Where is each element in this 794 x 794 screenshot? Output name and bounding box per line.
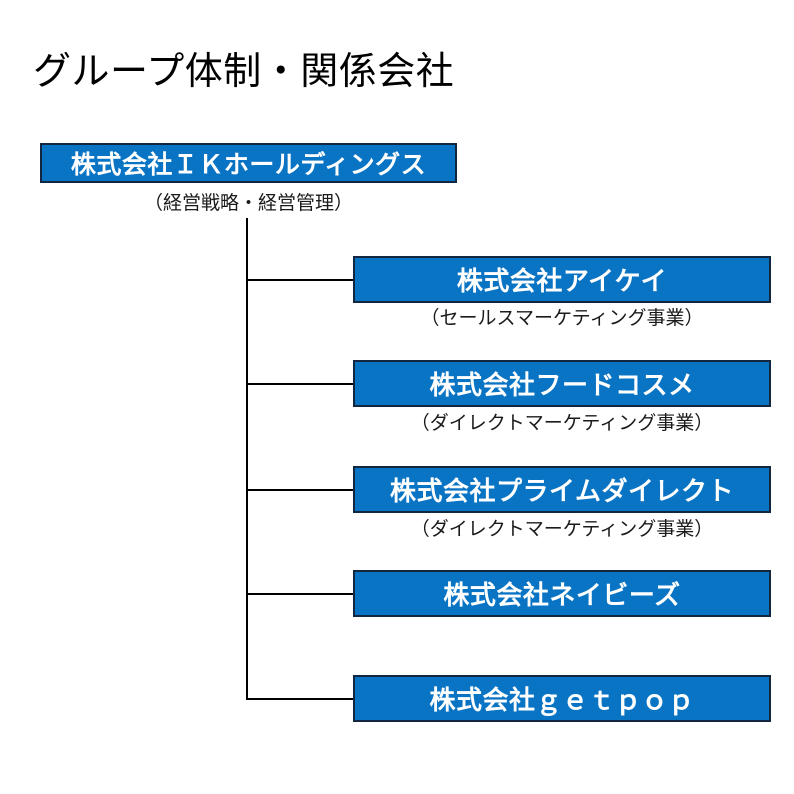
org-box-label: 株式会社プライムダイレクト	[390, 476, 734, 506]
org-box-subsidiary-2[interactable]: 株式会社フードコスメ	[353, 360, 771, 407]
org-box-subsidiary-4[interactable]: 株式会社ネイビーズ	[353, 570, 771, 617]
org-box-label: 株式会社フードコスメ	[429, 370, 695, 400]
org-caption-subsidiary-2: （ダイレクトマーケティング事業）	[410, 413, 714, 434]
connector-branch-2	[246, 383, 355, 385]
org-box-subsidiary-1[interactable]: 株式会社アイケイ	[353, 256, 771, 303]
org-box-label: 株式会社ネイビーズ	[443, 580, 681, 610]
org-box-label: 株式会社ＩＫホールディングス	[70, 151, 427, 179]
page-title: グループ体制・関係会社	[33, 51, 455, 93]
org-box-subsidiary-5[interactable]: 株式会社ｇｅｔｐｏｐ	[353, 675, 771, 722]
org-box-holding-company[interactable]: 株式会社ＩＫホールディングス	[40, 143, 457, 183]
org-box-label: 株式会社アイケイ	[456, 266, 668, 296]
connector-branch-1	[246, 279, 355, 281]
org-caption-subsidiary-1: （セールスマーケティング事業）	[420, 308, 704, 329]
connector-branch-4	[246, 593, 355, 595]
connector-branch-3	[246, 489, 355, 491]
connector-trunk-vertical	[246, 218, 248, 700]
org-box-label: 株式会社ｇｅｔｐｏｐ	[429, 685, 695, 715]
org-caption-subsidiary-3: （ダイレクトマーケティング事業）	[410, 519, 714, 540]
org-caption-holding-company: （経営戦略・経営管理）	[143, 193, 353, 214]
org-box-subsidiary-3[interactable]: 株式会社プライムダイレクト	[353, 466, 771, 513]
connector-branch-5	[246, 698, 355, 700]
